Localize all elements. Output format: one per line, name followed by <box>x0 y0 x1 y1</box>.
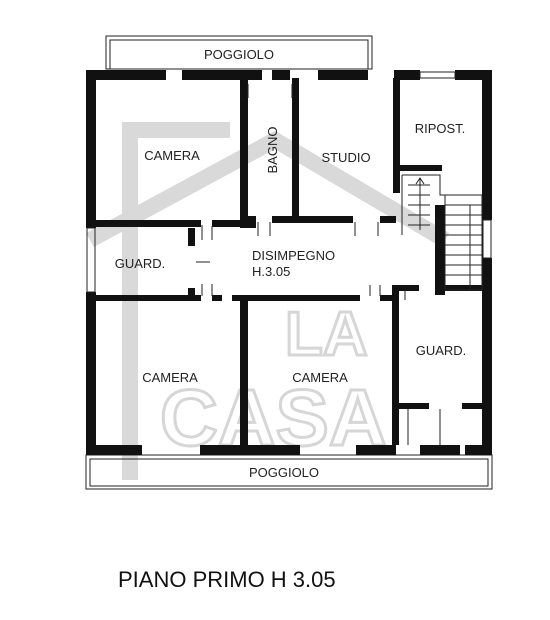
label-ripostiglio: RIPOST. <box>415 121 466 136</box>
label-disimpegno: DISIMPEGNO <box>252 248 335 263</box>
plan-title: PIANO PRIMO H 3.05 <box>118 567 336 592</box>
label-camera-bottom-center: CAMERA <box>292 370 348 385</box>
exterior-walls <box>86 70 492 455</box>
room-labels: POGGIOLO CAMERA BAGNO STUDIO RIPOST. GUA… <box>115 47 467 480</box>
label-guardaroba-left: GUARD. <box>115 256 166 271</box>
label-camera-bottom-left: CAMERA <box>142 370 198 385</box>
label-guardaroba-right: GUARD. <box>416 343 467 358</box>
label-disimpegno-height: H.3.05 <box>252 264 290 279</box>
label-poggiolo-top: POGGIOLO <box>204 47 274 62</box>
label-bagno: BAGNO <box>265 127 280 174</box>
watermark: LA CASA <box>86 122 450 480</box>
watermark-word-la: LA <box>285 300 368 369</box>
label-studio: STUDIO <box>321 150 370 165</box>
staircase <box>401 174 483 291</box>
balcony-top <box>105 35 373 70</box>
label-camera-top-left: CAMERA <box>144 148 200 163</box>
label-poggiolo-bottom: POGGIOLO <box>249 465 319 480</box>
door-marks <box>196 84 441 445</box>
interior-walls <box>96 78 482 445</box>
